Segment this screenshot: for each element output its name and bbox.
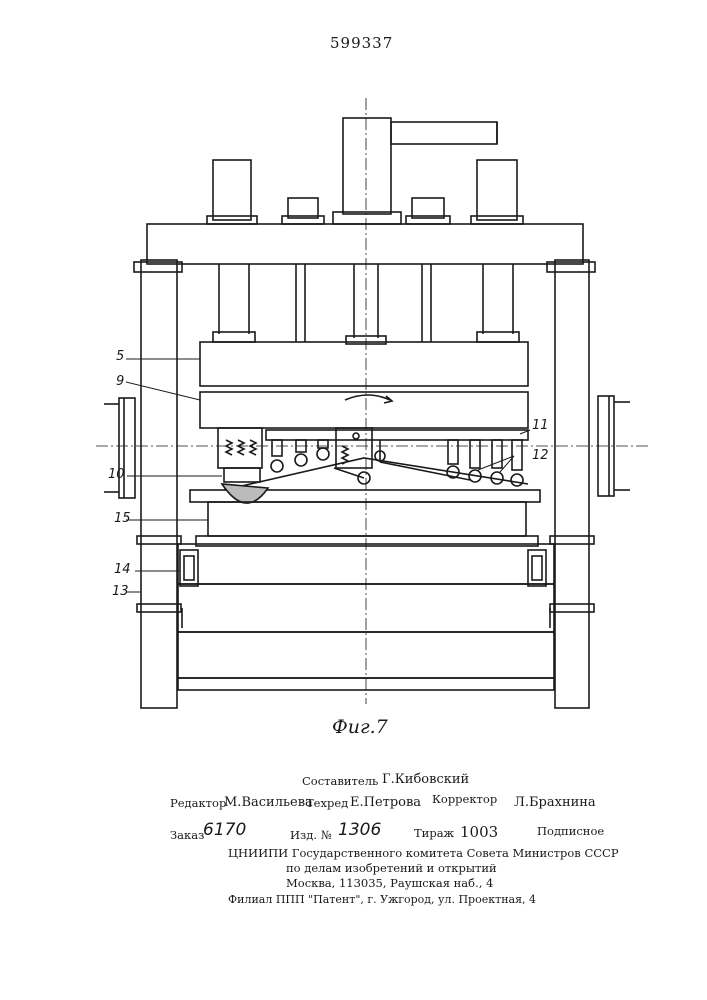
top-beam xyxy=(147,224,583,264)
plate-9 xyxy=(200,392,528,428)
label-15: 15 xyxy=(114,511,131,526)
small-cylinder-right xyxy=(412,198,444,218)
subscription: Подписное xyxy=(537,824,604,838)
editor-label: Редактор xyxy=(170,796,226,810)
left-column xyxy=(141,260,177,708)
label-10: 10 xyxy=(108,467,125,482)
label-14: 14 xyxy=(114,562,131,577)
edition-label: Изд. № xyxy=(290,828,332,842)
editor-name: М.Васильева xyxy=(224,795,313,810)
small-cylinder-left xyxy=(288,198,318,218)
plate-5 xyxy=(200,342,528,386)
label-12: 12 xyxy=(532,448,549,463)
compiler-label: Составитель xyxy=(302,774,378,788)
techred-label: Техред xyxy=(306,796,348,810)
order-number: 6170 xyxy=(203,820,246,840)
print-run: 1003 xyxy=(460,823,498,841)
corrector-label: Корректор xyxy=(432,792,497,806)
org-line-3: Москва, 113035, Раушская наб., 4 xyxy=(286,876,493,890)
hydraulic-pipe xyxy=(391,122,497,144)
right-column xyxy=(555,260,589,708)
right-cylinder xyxy=(477,160,517,220)
main-cylinder xyxy=(343,118,391,214)
label-9: 9 xyxy=(116,374,124,389)
org-line-2: по делам изобретений и открытий xyxy=(286,861,497,875)
org-line-1: ЦНИИПИ Государственного комитета Совета … xyxy=(228,846,619,860)
rail-11 xyxy=(266,430,528,440)
figure-caption: Фиг.7 xyxy=(332,716,388,738)
branch-line: Филиал ППП "Патент", г. Ужгород, ул. Про… xyxy=(228,893,536,906)
label-13: 13 xyxy=(112,584,129,599)
print-run-label: Тираж xyxy=(414,826,454,840)
edition-number: 1306 xyxy=(338,820,381,840)
compiler-name: Г.Кибовский xyxy=(382,772,469,787)
techred-name: Е.Петрова xyxy=(350,795,421,810)
label-5: 5 xyxy=(116,349,124,364)
label-11: 11 xyxy=(532,418,549,433)
order-label: Заказ xyxy=(170,828,204,842)
technical-drawing xyxy=(0,0,707,760)
left-cylinder xyxy=(213,160,251,220)
corrector-name: Л.Брахнина xyxy=(514,795,596,810)
